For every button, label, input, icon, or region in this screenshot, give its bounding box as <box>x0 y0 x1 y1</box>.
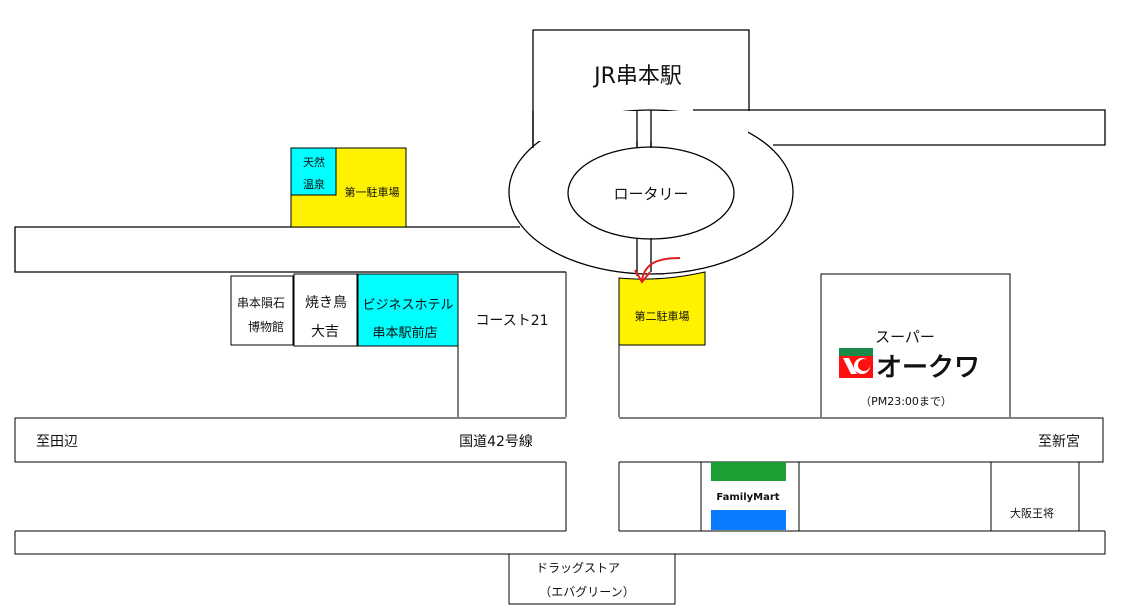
onsen-label-2: 温泉 <box>303 177 325 191</box>
onsen-label-1: 天然 <box>303 155 325 169</box>
route-42-road <box>14 417 1106 555</box>
rotary-label: ロータリー <box>613 185 688 203</box>
okuwa-name: オークワ <box>876 353 980 383</box>
drugstore-label-1: ドラッグストア <box>536 561 620 575</box>
familymart-label: FamilyMart <box>716 492 779 503</box>
okuwa-logo-icon <box>839 348 873 378</box>
station-building <box>532 29 750 148</box>
hotel-label-2: 串本駅前店 <box>372 325 437 341</box>
entrance-arrow-icon <box>634 257 681 284</box>
supermarket-prefix: スーパー <box>875 328 935 346</box>
parking-2 <box>618 271 706 346</box>
museum-label-1: 串本隕石 <box>237 296 285 310</box>
museum-building <box>230 275 294 346</box>
yakitori-building <box>293 273 358 347</box>
west-direction-label: 至田辺 <box>36 434 78 450</box>
hotel-label-1: ビジネスホテル <box>362 298 453 313</box>
parking-2-label: 第二駐車場 <box>635 309 690 323</box>
station-label: JR串本駅 <box>592 64 682 89</box>
osaka-ousho-label: 大阪王将 <box>1010 506 1054 520</box>
yakitori-label-2: 大吉 <box>311 324 339 340</box>
okuwa-hours: （PM23:00まで） <box>860 395 952 408</box>
drugstore-building <box>508 553 676 605</box>
drugstore-label-2: （エバグリーン） <box>539 585 634 599</box>
east-road <box>693 109 1106 146</box>
yakitori-label-1: 焼き鳥 <box>305 295 347 311</box>
east-direction-label: 至新宮 <box>1038 434 1080 450</box>
familymart-logo <box>711 462 786 530</box>
route-42-label: 国道42号線 <box>459 434 533 450</box>
museum-label-2: 博物館 <box>248 319 284 334</box>
parking-1-label: 第一駐車場 <box>345 185 400 199</box>
coast21-label: コースト21 <box>475 313 548 329</box>
west-road <box>14 226 566 273</box>
coast21-building <box>457 272 567 417</box>
onsen <box>290 147 337 196</box>
hotel-building <box>357 273 459 347</box>
okuwa-building <box>820 273 1011 417</box>
